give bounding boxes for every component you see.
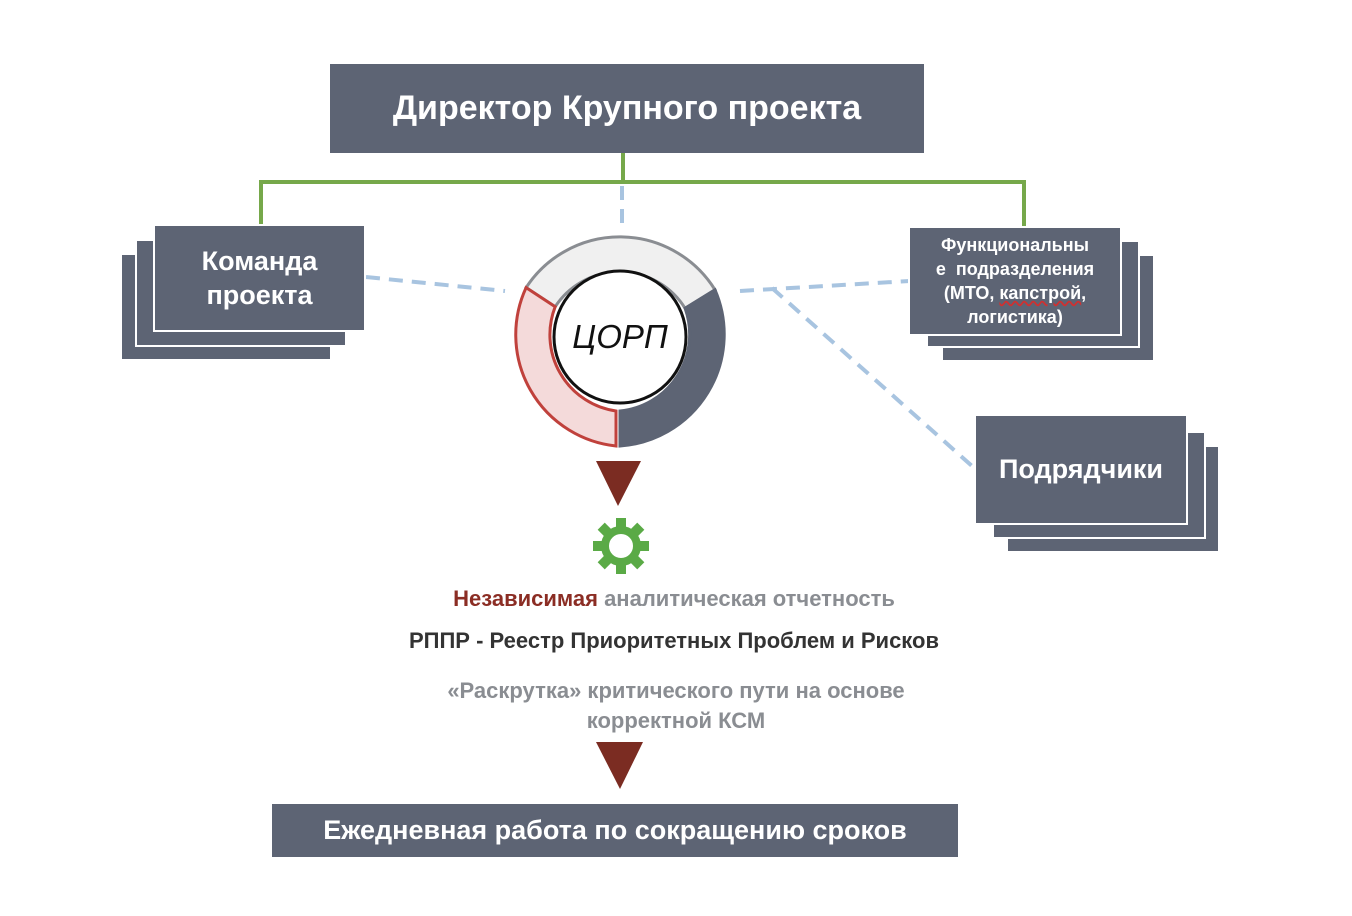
functional-label-line4: логистика) <box>967 307 1063 327</box>
arrow-down-1 <box>596 461 641 506</box>
contractors-label: Подрядчики <box>998 454 1164 484</box>
team-label-line2: проекта <box>206 280 313 310</box>
spellcheck-underlined-word: капстрой <box>999 283 1082 303</box>
dashed-connectors <box>365 186 974 468</box>
daily-work-box: Ежедневная работа по сокращению сроков <box>272 804 958 857</box>
arrow-down-2 <box>596 742 643 789</box>
registry-text: РППР - Реестр Приоритетных Проблем и Рис… <box>409 628 939 653</box>
functional-label-line3: (МТО, капстрой, <box>943 283 1087 303</box>
ring-segment-left <box>514 285 618 448</box>
ring-segment-right <box>618 287 726 448</box>
critical-path-line2: корректной КСМ <box>586 708 766 733</box>
director-label: Директор Крупного проекта <box>392 89 862 127</box>
daily-work-label: Ежедневная работа по сокращению сроков <box>323 815 907 845</box>
team-box: Команда проекта <box>153 224 366 332</box>
team-label-line1: Команда <box>201 246 318 276</box>
director-box: Директор Крупного проекта <box>330 64 924 153</box>
critical-path-line1: «Раскрутка» критического пути на основе <box>447 678 905 703</box>
functional-label-line1: Функциональны <box>940 235 1089 255</box>
gear-icon <box>593 518 649 574</box>
critical-path-text: «Раскрутка» критического пути на основе … <box>0 676 1352 736</box>
zorp-label: ЦОРП <box>572 318 668 355</box>
center-circle <box>552 269 688 405</box>
contractors-box: Подрядчики <box>974 414 1188 525</box>
hierarchy-connector <box>259 153 1026 228</box>
functional-box: Функциональны е подразделения (МТО, капс… <box>908 226 1122 336</box>
reporting-highlight: Независимая <box>453 586 598 611</box>
zorp-ring <box>514 235 726 448</box>
reporting-rest: аналитическая отчетность <box>597 586 895 611</box>
functional-label-line2: е подразделения <box>935 259 1095 279</box>
reporting-text: Независимая аналитическая отчетность <box>0 586 1350 612</box>
